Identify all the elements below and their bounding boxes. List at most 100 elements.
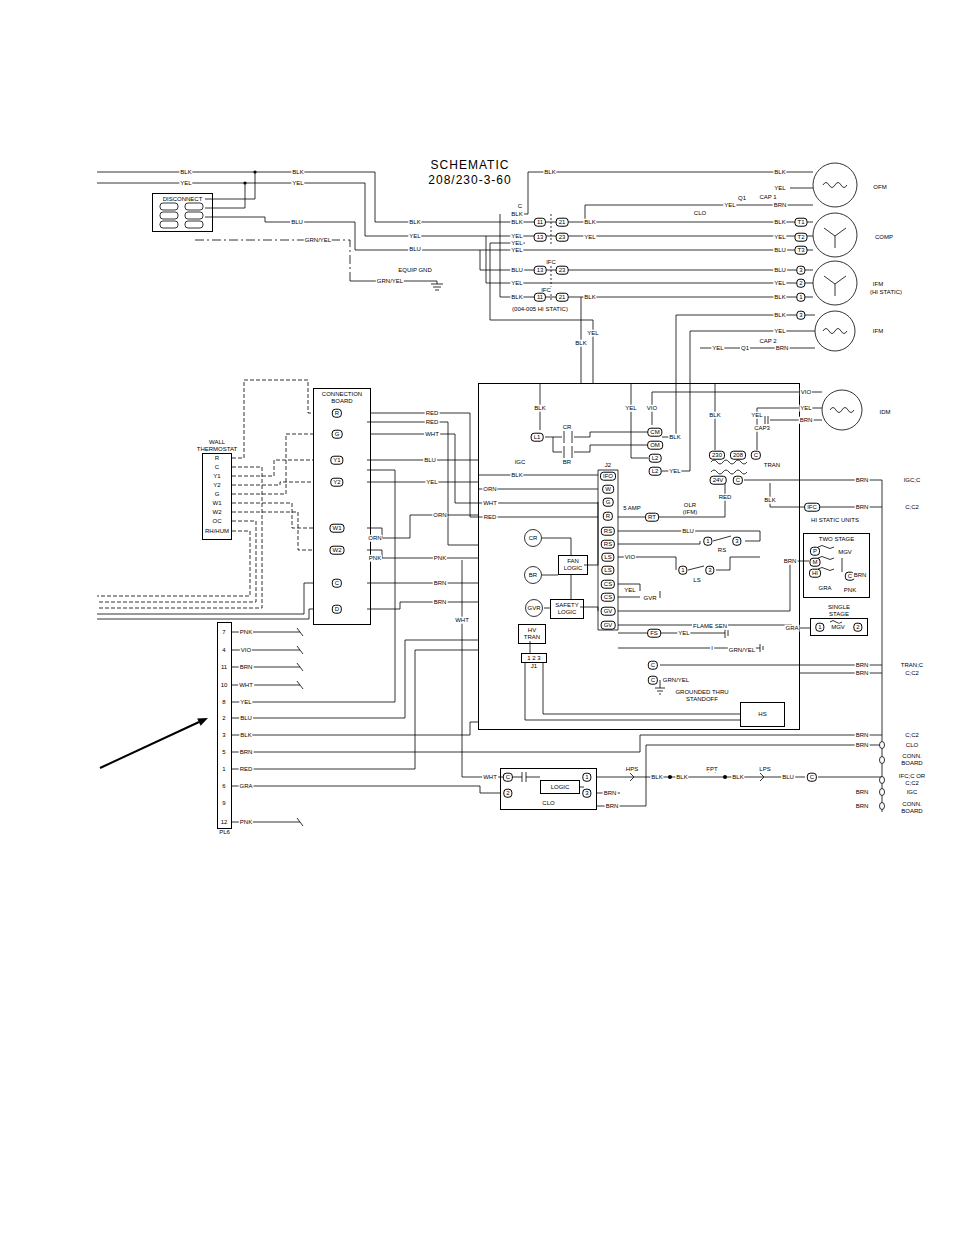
wire-label: FPT (705, 766, 718, 773)
wire-label: BRN (783, 558, 798, 565)
wire-label: IDM (879, 409, 892, 416)
wire-label: BLK (668, 434, 681, 441)
wire-label: BLK (239, 732, 252, 739)
wire-label: BRN (773, 202, 788, 209)
terminal-label: CM (647, 428, 662, 437)
wire-label: YEL (583, 234, 596, 241)
wire-label: PNK (239, 819, 253, 826)
wire-label: 2 (221, 715, 226, 722)
terminal-label: 1 (703, 537, 712, 546)
terminal-label: IFC (804, 503, 820, 512)
wire-label: GRN/YEL (662, 677, 690, 684)
wire-label: BLU (773, 247, 787, 254)
wire-label: CLO (905, 742, 919, 749)
wire-label: GVR (642, 595, 657, 602)
terminal-label: 2 (796, 279, 805, 288)
wire-label: BLU (781, 774, 795, 781)
wire-label: CAP3 (753, 425, 771, 432)
wire-label: IFM (872, 281, 884, 288)
wire-label: BRN (855, 803, 870, 810)
terminal-label: 21 (556, 293, 569, 302)
terminal-label: GV (601, 621, 616, 630)
wire-label: R (214, 455, 220, 462)
wire-label: BRN (799, 417, 814, 424)
terminal-label: 1 (815, 623, 824, 632)
terminal-label: 11 (534, 293, 546, 302)
terminal-label: D (332, 605, 342, 614)
wire-label: I (710, 645, 714, 652)
wire-label: BLK (510, 472, 523, 479)
wire-label: YEL (510, 240, 523, 247)
relay-coil: BR (524, 566, 542, 584)
wire-label: BLK (650, 774, 663, 781)
wire-label: GRN/YEL (728, 647, 756, 654)
wire-label: BLK (773, 294, 786, 301)
wire-label: OLR (683, 502, 697, 509)
wire-label: BRN (855, 477, 870, 484)
wire-label: PNK (368, 555, 382, 562)
wire-label: (IFM) (682, 509, 698, 516)
wire-label: ORN (482, 486, 497, 493)
coil-outline (526, 600, 543, 617)
wire-label: YEL (799, 405, 812, 412)
node-label: DISCONNECT (163, 196, 203, 203)
igniter-box: HS (740, 702, 785, 727)
node-label: J1 (524, 663, 544, 670)
wire-label: GRA (238, 783, 253, 790)
wire-label: BLK (179, 169, 192, 176)
disconnect-box: DISCONNECT (152, 193, 213, 232)
wire-label: YEL (773, 280, 786, 287)
coil-outline (525, 530, 542, 547)
wire-label: YEL (586, 330, 599, 337)
wire-label: RED (425, 419, 440, 426)
terminal-label: 1 (678, 566, 687, 575)
terminal-label: FS (647, 629, 661, 638)
wire-label: YEL (677, 630, 690, 637)
node-label: HS (758, 711, 766, 718)
terminal-label: W1 (330, 524, 345, 533)
node-label: CLO (542, 800, 554, 807)
terminal-label: T3 (794, 246, 807, 255)
terminal-label: 24V (710, 476, 727, 485)
node-label: SINGLE STAGE (819, 604, 859, 618)
wire-label: YEL (425, 479, 438, 486)
terminal-label: M (810, 558, 821, 567)
node-label: LOGIC (551, 784, 570, 791)
terminal-label: R (603, 512, 613, 521)
terminal-label: 3 (705, 566, 714, 575)
wire-label: Q1 (737, 195, 747, 202)
terminal-label: IFO (600, 472, 616, 481)
wire-label: BLK (510, 219, 523, 226)
wire-label: VIO (646, 405, 658, 412)
wire-label: YEL (711, 345, 724, 352)
wire-label: 3 (221, 732, 226, 739)
wire-label: IGC (906, 789, 919, 796)
terminal-label: LS (601, 553, 614, 562)
wire-label: C (517, 203, 523, 210)
terminal-label: C (807, 773, 817, 782)
wire-label: IGC;C (903, 477, 922, 484)
terminal-label: 1 (796, 293, 805, 302)
node-label: IGC (515, 459, 526, 466)
wire-label: BRN (433, 580, 448, 587)
wire-label: CAP 2 (758, 338, 777, 345)
wire-label: VIO (240, 647, 252, 654)
diagram-title: SCHEMATIC 208/230-3-60 (410, 158, 530, 188)
wire-label: TRAN (763, 462, 781, 469)
wire-label: BLU (773, 267, 787, 274)
terminal-label: T2 (794, 233, 807, 242)
wire-label: VIO (800, 389, 812, 396)
terminal-label: G (603, 498, 614, 507)
wire-label: G (214, 491, 221, 498)
wire-label: BLK (510, 211, 523, 218)
wire-label: BRN (239, 749, 254, 756)
wire-label: ORN (367, 535, 382, 542)
wire-label: BLK (408, 219, 421, 226)
wire-connector (232, 380, 313, 458)
wire-label: BLK (773, 169, 786, 176)
wire-label: YEL (623, 587, 636, 594)
wire-label: YEL (510, 247, 523, 254)
wire-label: HPS (625, 766, 639, 773)
terminal-label: RT (645, 513, 659, 522)
terminal-label: RS (601, 540, 615, 549)
